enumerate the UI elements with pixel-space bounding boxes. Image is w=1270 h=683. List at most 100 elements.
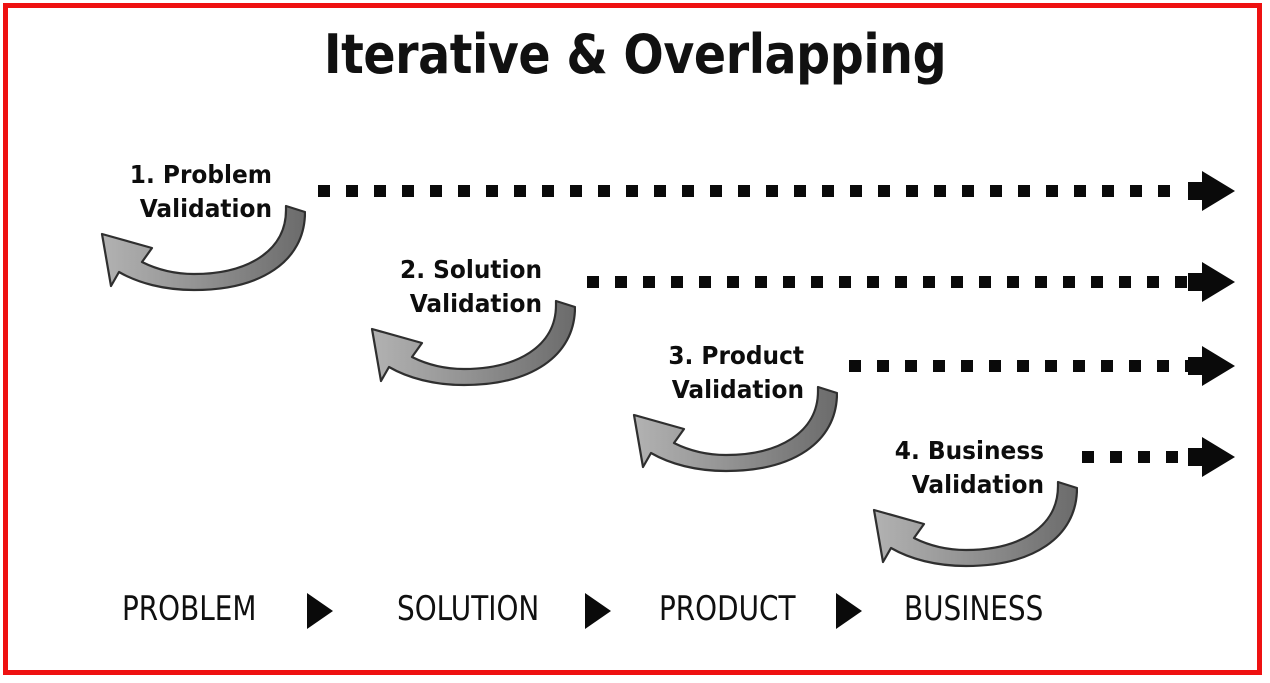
dashed-arrow-3 [849,360,1208,372]
stage-label-4: 4. Business Validation [791,434,1044,502]
dash-segment [598,185,610,197]
dash-segment [626,185,638,197]
dash-segment [822,185,834,197]
arrowhead-4 [1188,437,1235,477]
dash-segment [895,276,907,288]
dash-segment [794,185,806,197]
dash-segment [1018,185,1030,197]
dash-segment [587,276,599,288]
dash-segment [1035,276,1047,288]
dashed-arrow-2 [587,276,1208,288]
dash-segment [878,185,890,197]
dash-segment [979,276,991,288]
dash-segment [877,360,889,372]
dash-segment [783,276,795,288]
page-title: Iterative & Overlapping [323,23,947,86]
dash-segment [430,185,442,197]
stage-label-3-line1: 3. Product [668,341,804,370]
loop-arrow-3 [632,385,838,473]
dash-segment [1045,360,1057,372]
dash-segment [1110,451,1122,463]
dash-segment [923,276,935,288]
dash-segment [1102,185,1114,197]
dash-segment [654,185,666,197]
dash-segment [738,185,750,197]
dashed-arrow-4 [1082,451,1208,463]
flow-step-problem: PROBLEM [122,589,257,629]
dash-segment [699,276,711,288]
dash-segment [643,276,655,288]
dash-segment [671,276,683,288]
triangle-right-icon-2 [585,593,611,629]
loop-arrow-4 [872,480,1078,568]
stage-label-2-line2: Validation [409,289,542,318]
dash-segment [710,185,722,197]
dash-segment [839,276,851,288]
dash-segment [1175,276,1187,288]
dash-segment [990,185,1002,197]
dash-segment [811,276,823,288]
dash-segment [951,276,963,288]
dash-segment [374,185,386,197]
dash-segment [961,360,973,372]
dash-segment [1074,185,1086,197]
dash-segment [1138,451,1150,463]
dash-segment [402,185,414,197]
dash-segment [1073,360,1085,372]
dash-segment [1101,360,1113,372]
dash-segment [615,276,627,288]
dash-segment [962,185,974,197]
dash-segment [1007,276,1019,288]
dash-segment [933,360,945,372]
dash-segment [1158,185,1170,197]
flow-step-business: BUSINESS [904,589,1044,629]
dash-segment [542,185,554,197]
stage-label-3-line2: Validation [671,375,804,404]
dash-segment [1157,360,1169,372]
stage-label-1-line1: 1. Problem [129,160,272,189]
dash-segment [867,276,879,288]
dash-segment [1147,276,1159,288]
stage-label-4-line2: Validation [911,470,1044,499]
dash-segment [1082,451,1094,463]
dash-segment [905,360,917,372]
dash-segment [1119,276,1131,288]
dash-segment [755,276,767,288]
dash-segment [1129,360,1141,372]
dash-segment [989,360,1001,372]
stage-label-3: 3. Product Validation [551,339,804,407]
dash-segment [1091,276,1103,288]
dash-segment [934,185,946,197]
arrowhead-1 [1188,171,1235,211]
dash-segment [1166,451,1178,463]
stage-label-2: 2. Solution Validation [289,253,542,321]
dash-segment [1017,360,1029,372]
dash-segment [570,185,582,197]
triangle-right-icon-3 [836,593,862,629]
arrowhead-2 [1188,262,1235,302]
dash-segment [1063,276,1075,288]
arrowhead-3 [1188,346,1235,386]
stage-label-2-line1: 2. Solution [400,255,542,284]
dash-segment [850,185,862,197]
dash-segment [682,185,694,197]
dash-segment [766,185,778,197]
dash-segment [346,185,358,197]
dash-segment [486,185,498,197]
dash-segment [1046,185,1058,197]
dash-segment [514,185,526,197]
stage-label-1: 1. Problem Validation [19,158,272,226]
dashed-arrow-1 [318,185,1208,197]
dash-segment [1130,185,1142,197]
dash-segment [849,360,861,372]
bottom-flow-bar: PROBLEM SOLUTION PRODUCT BUSINESS [0,588,1270,634]
dash-segment [458,185,470,197]
stage-label-1-line2: Validation [139,194,272,223]
dash-segment [318,185,330,197]
loop-arrow-1 [100,204,306,292]
flow-step-product: PRODUCT [659,589,796,629]
stage-label-4-line1: 4. Business [894,436,1044,465]
loop-arrow-2 [370,299,576,387]
triangle-right-icon-1 [307,593,333,629]
